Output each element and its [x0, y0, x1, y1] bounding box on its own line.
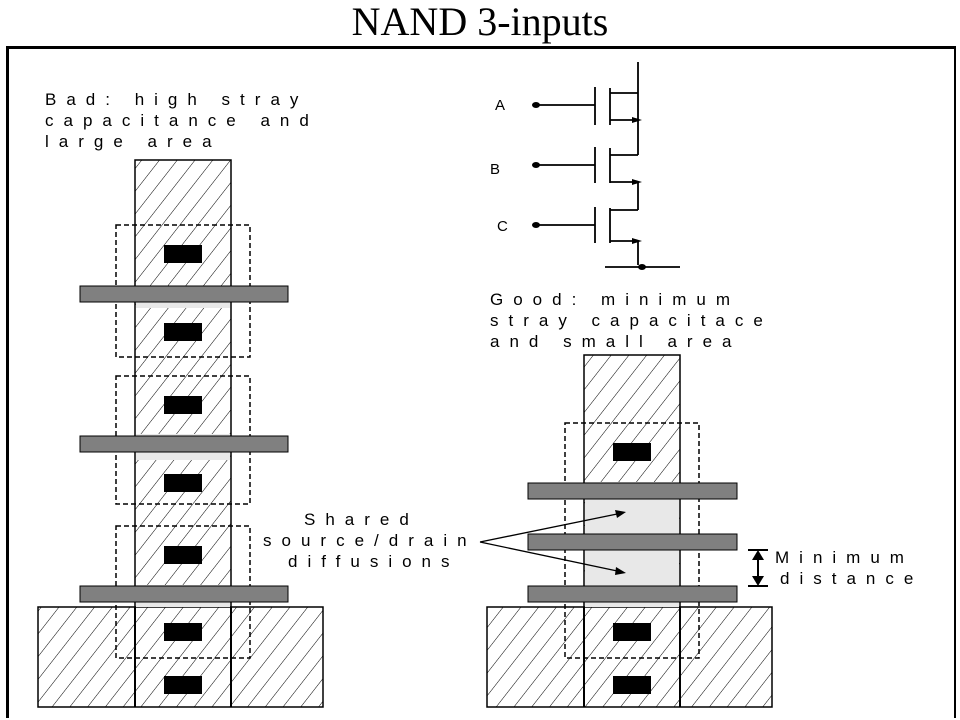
contact [164, 474, 202, 492]
input-label-b: B [490, 161, 500, 178]
minimum-distance-arrow [748, 549, 768, 587]
schematic-terminals [532, 102, 646, 270]
svg-text:stray capacitace: stray capacitace [490, 311, 773, 330]
svg-text:Good: minimum: Good: minimum [490, 290, 740, 309]
contact [164, 245, 202, 263]
contact [613, 676, 651, 694]
svg-text:source/drain: source/drain [263, 531, 477, 550]
contact [164, 323, 202, 341]
slide-frame [6, 46, 956, 718]
bad-layout [37, 159, 324, 708]
svg-text:large area: large area [45, 132, 222, 151]
input-label-a: A [495, 97, 505, 114]
svg-text:and small area: and small area [490, 332, 742, 351]
gate-poly [527, 482, 738, 500]
shared-diffusion-caption: Shared source/drain diffusions [263, 510, 477, 571]
contact [164, 396, 202, 414]
svg-text:distance: distance [780, 569, 923, 588]
svg-text:Shared: Shared [304, 510, 419, 529]
contact [613, 623, 651, 641]
nand-schematic [538, 62, 680, 268]
contact [164, 676, 202, 694]
contact [164, 623, 202, 641]
gate-poly [79, 435, 289, 453]
bad-caption: Bad: high stray capacitance and large ar… [45, 90, 319, 151]
gate-poly [79, 585, 289, 603]
svg-text:diffusions: diffusions [288, 552, 460, 571]
gate-poly [79, 285, 289, 303]
contact [613, 443, 651, 461]
svg-text:Bad: high stray: Bad: high stray [45, 90, 308, 109]
gate-poly [527, 585, 738, 603]
svg-text:Minimum: Minimum [775, 548, 914, 567]
input-label-c: C [497, 218, 508, 235]
page-title: NAND 3-inputs [351, 0, 609, 44]
good-layout [486, 354, 773, 708]
gate-poly [527, 533, 738, 551]
minimum-distance-caption: Minimum distance [775, 548, 923, 588]
good-caption: Good: minimum stray capacitace and small… [490, 290, 773, 351]
svg-text:capacitance and: capacitance and [45, 111, 319, 130]
shared-diffusion-pointers [479, 510, 626, 575]
contact [164, 546, 202, 564]
